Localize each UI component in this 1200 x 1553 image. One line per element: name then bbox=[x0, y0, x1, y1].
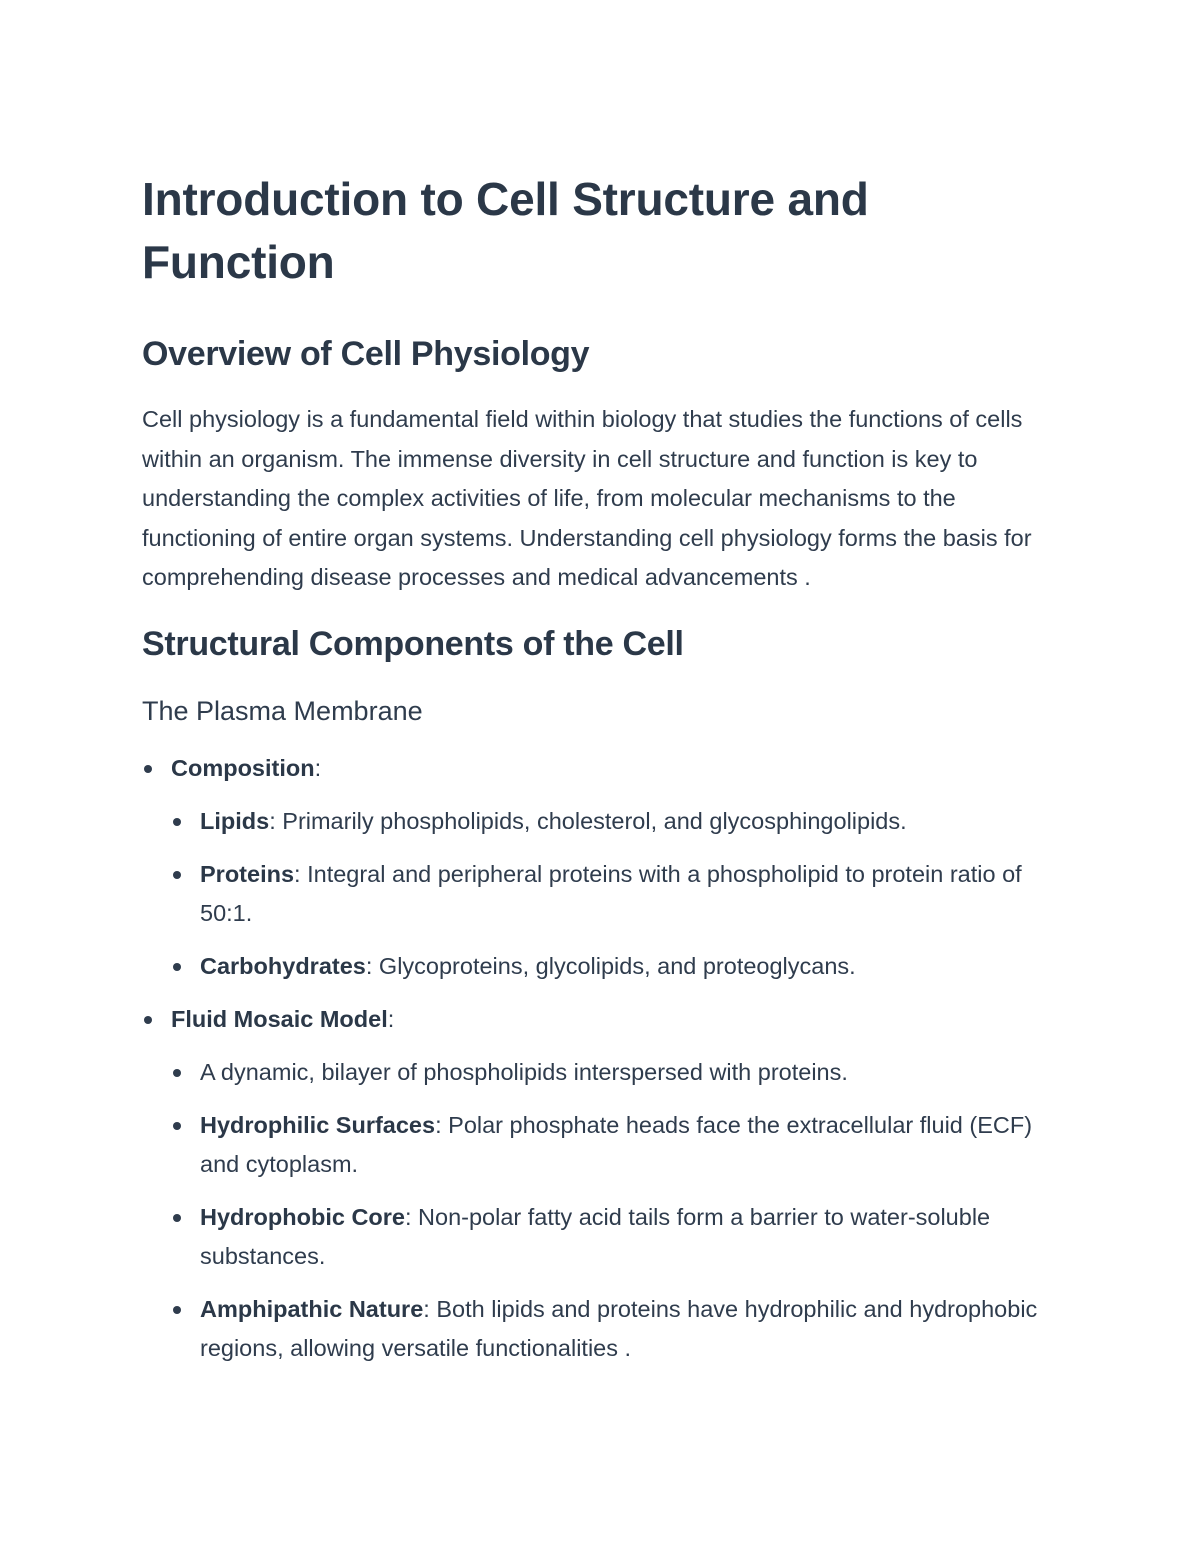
plasma-membrane-list: Composition: Lipids: Primarily phospholi… bbox=[142, 749, 1062, 1368]
list-item-line: Carbohydrates: Glycoproteins, glycolipid… bbox=[200, 947, 1062, 986]
bullet-icon bbox=[173, 1213, 181, 1222]
list-item-term: Carbohydrates bbox=[200, 952, 366, 979]
list-item-composition: Composition: Lipids: Primarily phospholi… bbox=[142, 749, 1062, 986]
list-item-line: Lipids: Primarily phospholipids, cholest… bbox=[200, 802, 1062, 841]
bullet-icon bbox=[144, 1015, 152, 1024]
overview-paragraph: Cell physiology is a fundamental field w… bbox=[142, 406, 1032, 590]
list-item-colon: : bbox=[365, 952, 373, 979]
list-item-colon: : bbox=[314, 754, 322, 781]
list-item-line: Amphipathic Nature: Both lipids and prot… bbox=[200, 1290, 1062, 1368]
document-title: Introduction to Cell Structure and Funct… bbox=[142, 173, 869, 288]
list-item-text: Both lipids and proteins have hydrophili… bbox=[200, 1295, 1038, 1361]
list-item-fluid-mosaic-model: Fluid Mosaic Model: A dynamic, bilayer o… bbox=[142, 1000, 1062, 1368]
list-item-line: Hydrophilic Surfaces: Polar phosphate he… bbox=[200, 1106, 1062, 1184]
bullet-icon bbox=[144, 764, 152, 773]
list-item-proteins: Proteins: Integral and peripheral protei… bbox=[171, 855, 1062, 933]
list-item-text: Integral and peripheral proteins with a … bbox=[200, 860, 1022, 926]
list-item-hydrophobic-core: Hydrophobic Core: Non-polar fatty acid t… bbox=[171, 1198, 1062, 1276]
list-item-line: Composition: bbox=[171, 749, 1062, 788]
list-item-colon: : bbox=[387, 1005, 395, 1032]
list-item-line: Fluid Mosaic Model: bbox=[171, 1000, 1062, 1039]
bullet-icon bbox=[173, 1305, 181, 1314]
document-page: Introduction to Cell Structure and Funct… bbox=[142, 168, 1062, 1382]
list-item-text: Glycoproteins, glycolipids, and proteogl… bbox=[372, 952, 856, 979]
list-item-lipids: Lipids: Primarily phospholipids, cholest… bbox=[171, 802, 1062, 841]
list-item-amphipathic-nature: Amphipathic Nature: Both lipids and prot… bbox=[171, 1290, 1062, 1368]
list-item-term: Hydrophobic Core bbox=[200, 1203, 405, 1230]
list-item-text: A dynamic, bilayer of phospholipids inte… bbox=[200, 1058, 848, 1085]
subsection-heading-plasma-membrane: The Plasma Membrane bbox=[142, 695, 423, 726]
list-item-line: Proteins: Integral and peripheral protei… bbox=[200, 855, 1062, 933]
list-item-term: Lipids bbox=[200, 807, 270, 834]
list-item-term: Amphipathic Nature bbox=[200, 1295, 424, 1322]
bullet-icon bbox=[173, 962, 181, 971]
list-item-colon: : bbox=[269, 807, 276, 834]
bullet-icon bbox=[173, 817, 181, 826]
bullet-icon bbox=[173, 1121, 181, 1130]
list-item-colon: : bbox=[435, 1111, 442, 1138]
list-item-term: Hydrophilic Surfaces bbox=[200, 1111, 436, 1138]
list-item-text: Polar phosphate heads face the extracell… bbox=[200, 1111, 1033, 1177]
fluid-mosaic-sublist: A dynamic, bilayer of phospholipids inte… bbox=[171, 1053, 1062, 1368]
section-heading-overview: Overview of Cell Physiology bbox=[142, 335, 590, 373]
list-item-colon: : bbox=[404, 1203, 412, 1230]
list-item-text: Primarily phospholipids, cholesterol, an… bbox=[275, 807, 907, 834]
bullet-icon bbox=[173, 1068, 181, 1077]
bullet-icon bbox=[173, 870, 181, 879]
list-item-term: Fluid Mosaic Model bbox=[171, 1005, 388, 1032]
list-item-carbohydrates: Carbohydrates: Glycoproteins, glycolipid… bbox=[171, 947, 1062, 986]
list-item-term: Proteins bbox=[200, 860, 295, 887]
composition-sublist: Lipids: Primarily phospholipids, cholest… bbox=[171, 802, 1062, 986]
list-item-line: Hydrophobic Core: Non-polar fatty acid t… bbox=[200, 1198, 1062, 1276]
section-heading-structural-components: Structural Components of the Cell bbox=[142, 624, 684, 663]
list-item-hydrophilic-surfaces: Hydrophilic Surfaces: Polar phosphate he… bbox=[171, 1106, 1062, 1184]
list-item-colon: : bbox=[423, 1295, 430, 1322]
list-item-text: Non-polar fatty acid tails form a barrie… bbox=[200, 1203, 991, 1269]
list-item-line: A dynamic, bilayer of phospholipids inte… bbox=[200, 1053, 1062, 1092]
list-item-dynamic-bilayer: A dynamic, bilayer of phospholipids inte… bbox=[171, 1053, 1062, 1092]
list-item-colon: : bbox=[294, 860, 301, 887]
list-item-term: Composition bbox=[171, 754, 315, 781]
